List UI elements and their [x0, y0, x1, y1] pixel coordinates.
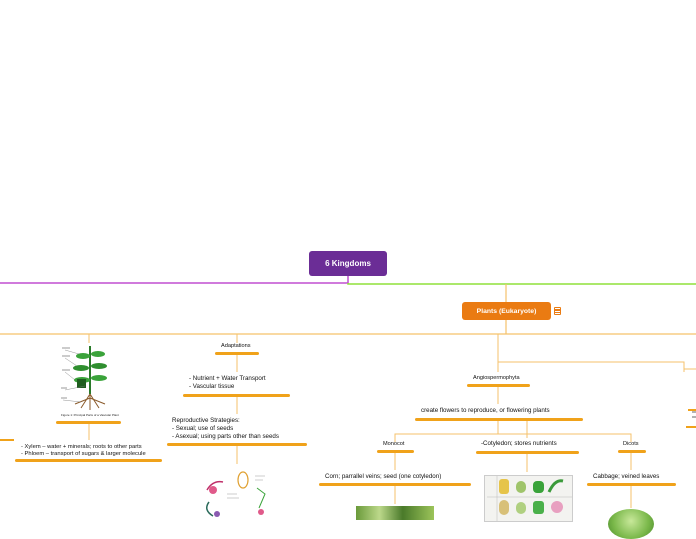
nutrient-water-underline — [183, 394, 290, 397]
figure-underline — [56, 421, 121, 424]
green-branch-line — [347, 283, 696, 285]
dicots-underline — [618, 450, 646, 453]
root-node-6-kingdoms[interactable]: 6 Kingdoms — [309, 251, 387, 276]
cabbage-node[interactable]: Cabbage; veined leaves — [593, 473, 660, 480]
reproductive-underline — [167, 443, 307, 446]
corn-photo — [356, 506, 434, 520]
adaptations-node[interactable]: Adaptations — [221, 343, 251, 349]
flowering-plants-node[interactable]: create flowers to reproduce, or flowerin… — [421, 407, 550, 414]
plant-diagram-icon — [61, 346, 107, 410]
root-node-label: 6 Kingdoms — [325, 259, 371, 268]
monocot-underline — [377, 450, 414, 453]
connector-lines — [0, 276, 696, 508]
corn-node[interactable]: Corn; parrallel veins; seed (one cotyled… — [325, 473, 442, 480]
nutrient-water-node[interactable]: - Nutrient + Water Transport - Vascular … — [189, 375, 266, 390]
figure-caption: Figure 1: Principal Parts of a Vascular … — [61, 413, 119, 417]
cabbage-underline — [587, 483, 676, 486]
plant-children-line — [0, 320, 696, 335]
plants-node-label: Plants (Eukaryote) — [476, 307, 537, 315]
purple-branch-line — [0, 276, 349, 284]
seed-comparison-chart-image — [484, 475, 573, 522]
xylem-phloem-node[interactable]: - Xylem – water + minerals; roots to oth… — [21, 444, 146, 458]
cabbage-photo — [608, 509, 654, 539]
mind-map-canvas: 6 Kingdoms Plants (Eukaryote) Figure 1: … — [0, 251, 696, 539]
xylem-phloem-underline — [15, 459, 162, 462]
corn-underline — [319, 483, 471, 486]
plants-eukaryote-node[interactable]: Plants (Eukaryote) — [462, 302, 551, 320]
life-cycle-diagram-icon — [206, 471, 266, 517]
adaptations-underline — [215, 352, 259, 355]
notes-icon[interactable] — [554, 307, 561, 315]
angiospermophyta-underline — [467, 384, 530, 387]
dicots-node[interactable]: Dicots — [623, 441, 639, 447]
seed-chart-icon — [487, 476, 572, 521]
flowering-plants-underline — [415, 418, 583, 421]
cotyledon-underline — [476, 451, 579, 454]
vascular-plant-figure: Figure 1: Principal Parts of a Vascular … — [59, 342, 121, 420]
monocot-node[interactable]: Monocot — [383, 441, 405, 447]
plant-life-cycle-figure — [199, 468, 275, 520]
angiospermophyta-node[interactable]: Angiospermophyta — [473, 375, 520, 381]
reproductive-strategies-node[interactable]: Reproductive Strategies: - Sexual; use o… — [172, 417, 279, 440]
cotyledon-node[interactable]: -Cotyledon; stores nutrients — [481, 440, 557, 447]
